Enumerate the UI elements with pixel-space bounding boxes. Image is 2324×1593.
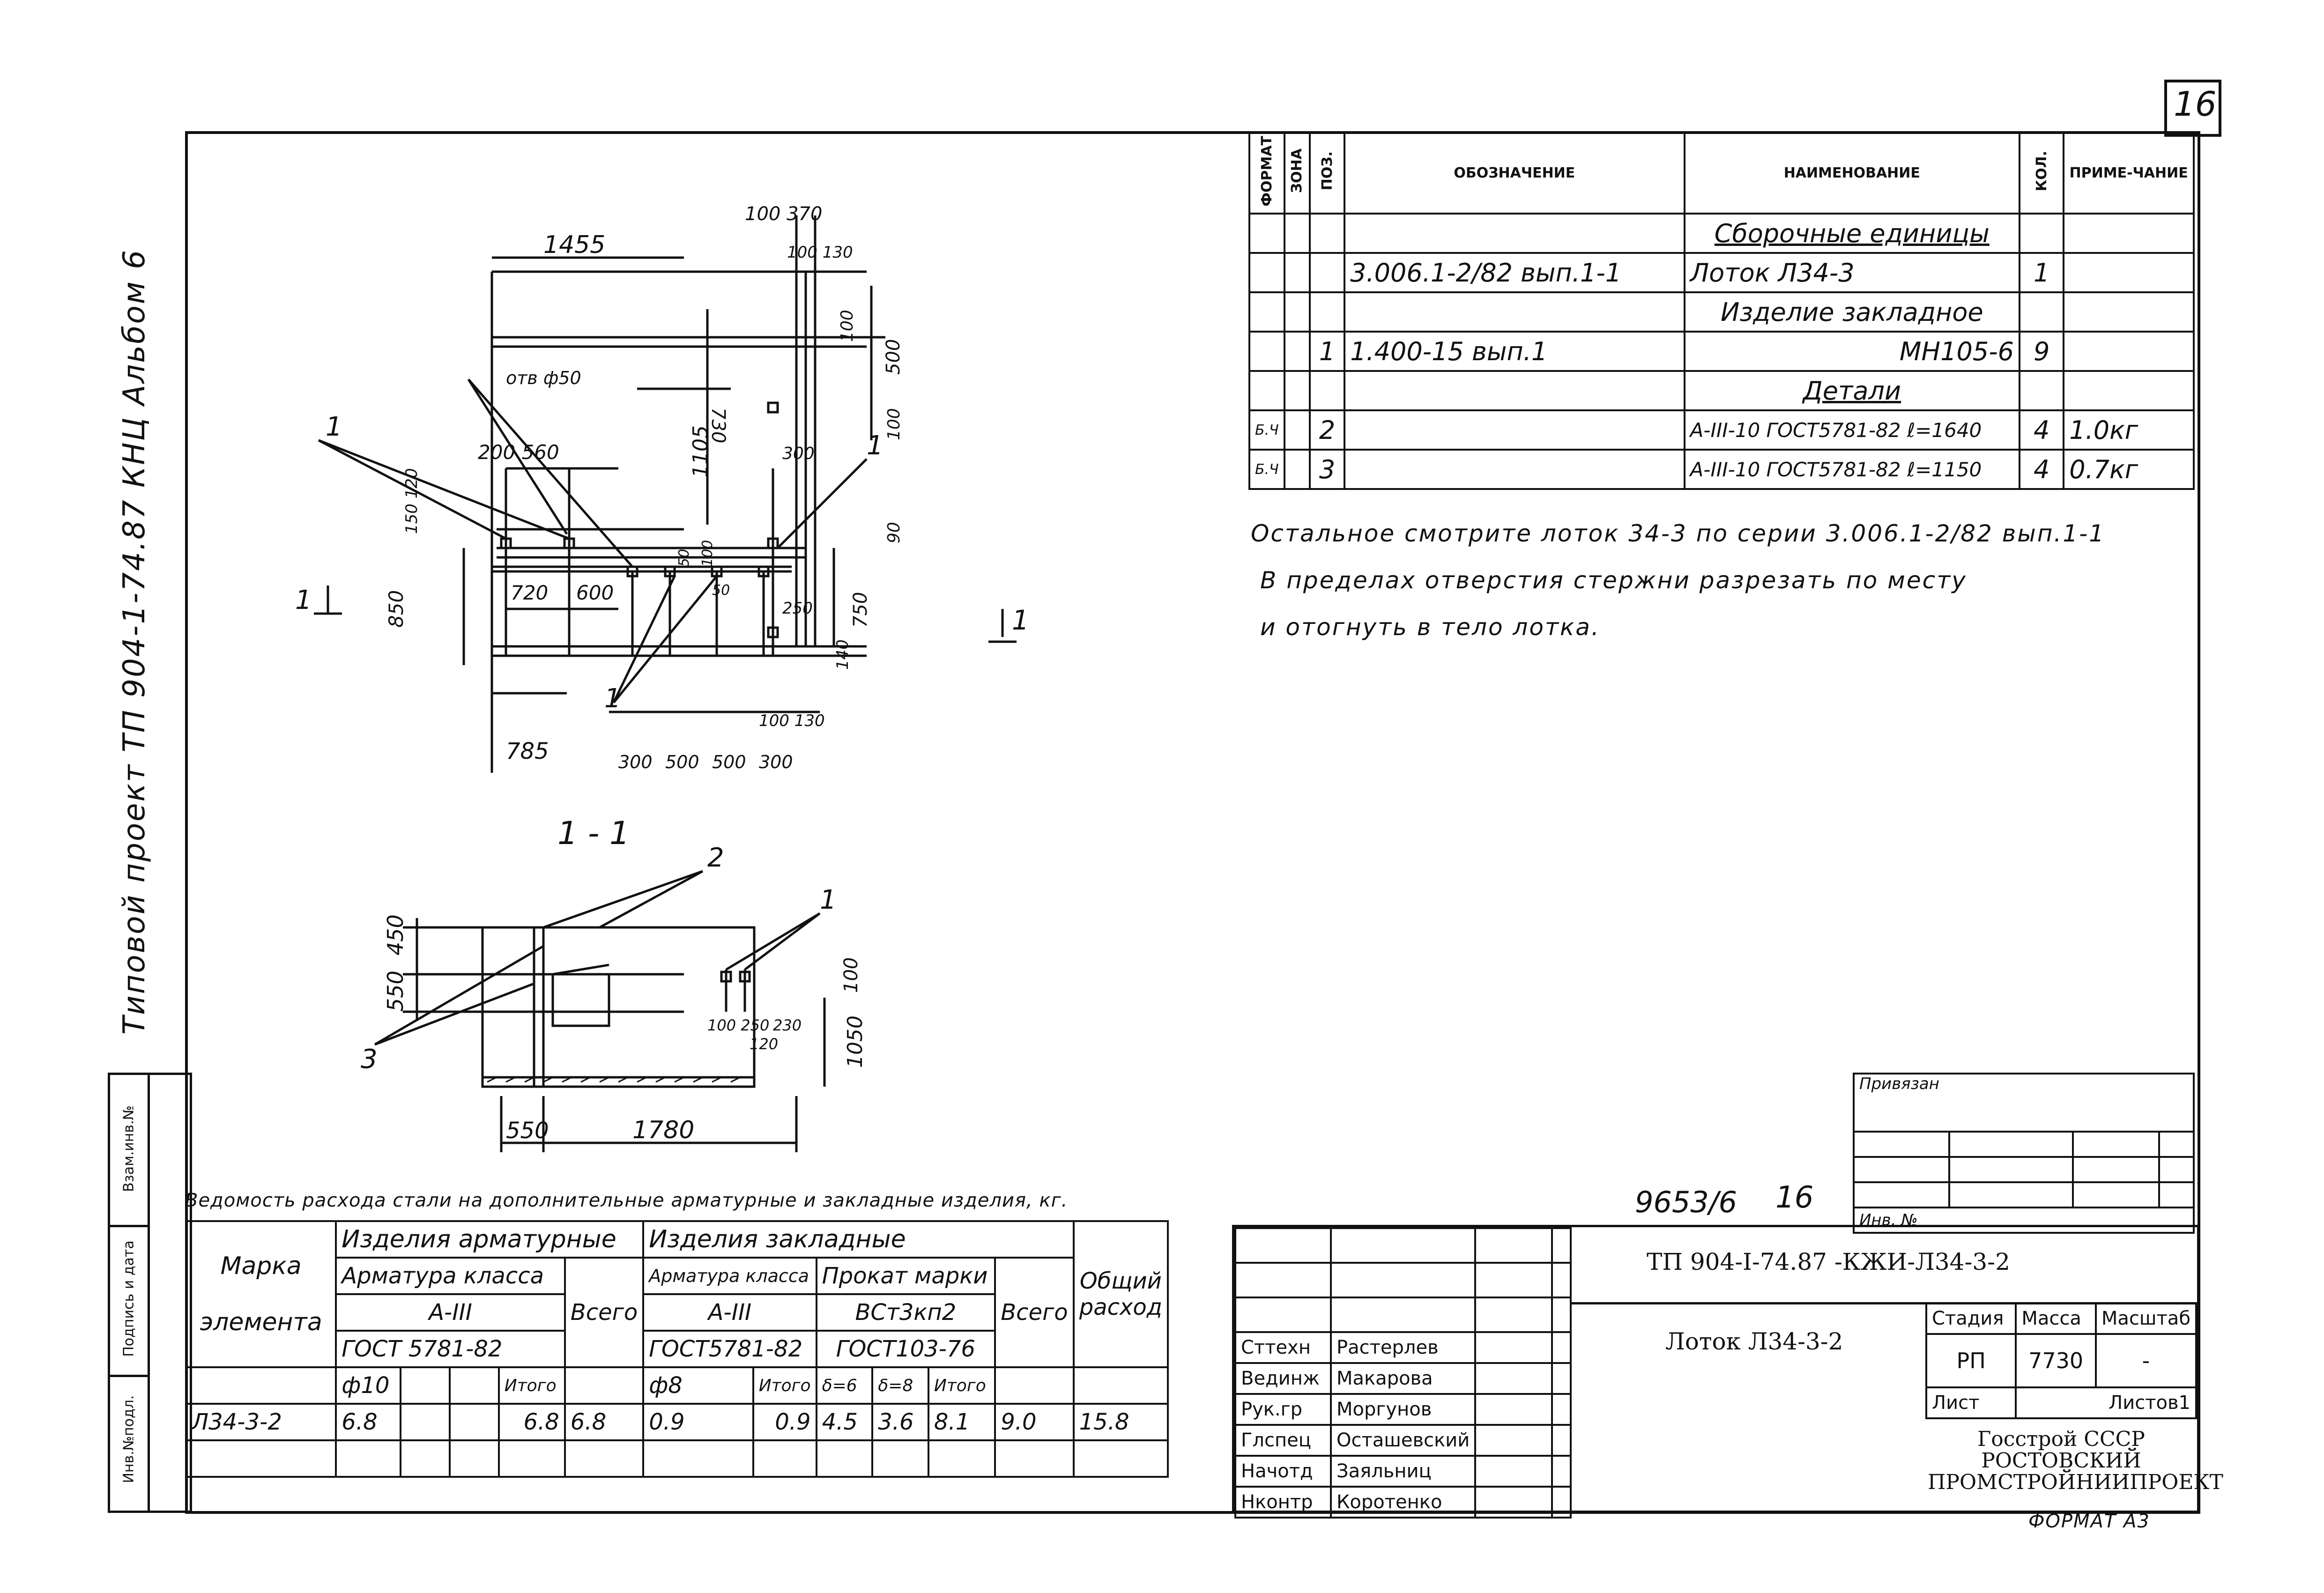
dim-230: 230 [773, 1016, 802, 1034]
marka-label: Марка [220, 1252, 302, 1280]
total-header: Общий [1079, 1268, 1162, 1294]
stamp-inv: Инв.№подл. [120, 1395, 137, 1483]
dim-785: 785 [506, 738, 549, 764]
dim-100-top: 100 [840, 957, 862, 993]
dim-otv: отв ф50 [506, 368, 581, 388]
vsego-2: Всего [994, 1257, 1075, 1368]
section-arrow-right [988, 609, 1017, 643]
hdr-designation: ОБОЗНАЧЕНИЕ [1344, 131, 1685, 215]
dim-300c: 300 [759, 752, 793, 772]
dim-730: 730 [707, 408, 729, 443]
order-number: 9653/6 [1635, 1185, 1737, 1219]
dim-50a: 50 [676, 549, 692, 567]
dim-300a: 300 [782, 444, 815, 463]
hdr-zone: ЗОНА [1289, 148, 1306, 193]
dim-140: 140 [833, 639, 852, 670]
callout-1b: 1 [867, 430, 884, 461]
drawing-code: ТП 904-I-74.87 -КЖИ-Л34-3-2 [1647, 1248, 2010, 1275]
dim-720: 720 [511, 581, 548, 604]
hdr-name: НАИМЕНОВАНИЕ [1683, 131, 2021, 215]
plan-view-drawing: 1455 100 370 100 130 отв ф50 730 1105 10… [295, 203, 904, 773]
organization: Госстрой СССР РОСТОВСКИЙ ПРОМСТРОЙНИИПРО… [1928, 1427, 2223, 1494]
dim-100-250: 100 250 [707, 1016, 769, 1034]
callout-1c: 1 [604, 683, 621, 714]
dim-100b: 100 [884, 408, 904, 440]
dim-500a: 500 [665, 752, 699, 772]
stamp-vzam: Взам.инв.№ [120, 1105, 137, 1192]
table-row: Сборочные единицы [1248, 213, 2195, 254]
dim-200-560: 200 560 [478, 441, 559, 464]
dim-90: 90 [884, 522, 904, 543]
dim-1455: 1455 [543, 231, 605, 259]
dim-100a: 100 [838, 310, 857, 342]
section-mark-right: 1 [1012, 604, 1029, 636]
armatur-header: Изделия арматурные [335, 1220, 645, 1259]
note-line-3: и отогнуть в тело лотка. [1260, 614, 1600, 641]
side-title: Типовой проект ТП 904-1-74.87 КНЦ Альбом… [117, 249, 152, 1035]
table-row: Детали [1248, 370, 2195, 411]
dim-100c: 100 [699, 540, 716, 567]
callout-2: 2 [707, 843, 724, 873]
note-line-1: Остальное смотрите лоток 34-3 по серии 3… [1251, 520, 2105, 547]
dim-300b: 300 [618, 752, 653, 772]
vsego-1: Всего [564, 1257, 645, 1368]
left-stamp: Инв.№подл. Подпись и дата Взам.инв.№ [108, 1073, 192, 1513]
dim-1780: 1780 [632, 1116, 694, 1144]
section-title: 1 - 1 [557, 815, 630, 852]
dim-500b: 500 [712, 752, 746, 772]
format-label: ФОРМАТ А3 [2028, 1511, 2150, 1532]
dim-550b: 550 [506, 1118, 549, 1144]
dim-120: 120 [750, 1035, 778, 1053]
dim-750: 750 [850, 592, 871, 628]
dim-100-130b: 100 130 [759, 711, 825, 730]
dim-450: 450 [383, 914, 408, 956]
steel-consumption-table: Марка элемента Изделия арматурные Изделия… [185, 1220, 1169, 1478]
element-label: элемента [200, 1308, 322, 1336]
dim-850: 850 [385, 590, 408, 628]
dim-100-130a: 100 130 [787, 243, 853, 262]
section-view-drawing: 450 550 1050 100 100 250 230 120 550 178… [361, 843, 867, 1152]
zaklad-header: Изделия закладные [642, 1220, 1075, 1259]
table-row: Л34-3-2 6.8 6.8 6.8 0.9 0.9 4.5 3.6 8.1 … [185, 1403, 1169, 1441]
dim-550: 550 [383, 971, 408, 1012]
hdr-format: ФОРМАТ [1258, 135, 1275, 207]
dim-150-120: 150 120 [402, 468, 421, 534]
callout-3: 3 [361, 1044, 378, 1074]
section-mark-left: 1 [295, 585, 312, 615]
hdr-pos: ПОЗ. [1319, 151, 1336, 191]
privyazan-block: Привязан Инв. № [1853, 1073, 2195, 1234]
hdr-note: ПРИМЕ-ЧАНИЕ [2063, 131, 2195, 215]
stamp-sign: Подпись и дата [120, 1240, 137, 1357]
note-line-2: В пределах отверстия стержни разрезать п… [1260, 567, 1967, 594]
dim-600: 600 [576, 581, 614, 604]
dim-1050: 1050 [843, 1015, 867, 1068]
callout-1: 1 [820, 885, 837, 915]
dim-1105: 1105 [689, 425, 713, 478]
drawing-frame [185, 131, 2200, 1514]
order-sheet: 16 [1775, 1180, 1814, 1215]
dim-50b: 50 [712, 582, 730, 599]
dim-500: 500 [883, 339, 904, 375]
dim-250: 250 [782, 599, 813, 618]
table-row: Изделие закладное [1248, 291, 2195, 333]
callout-1a: 1 [326, 412, 342, 442]
steel-table-title: Ведомость расхода стали на дополнительны… [185, 1190, 1068, 1211]
sheet-number: 16 [2174, 84, 2217, 124]
dim-100-370: 100 370 [745, 203, 822, 225]
armatura-klassa: Арматура класса [335, 1257, 566, 1295]
specification-table: ФОРМАТ ЗОНА ПОЗ. ОБОЗНАЧЕНИЕ НАИМЕНОВАНИ… [1248, 131, 2195, 490]
drawing-name: Лоток Л34-3-2 [1665, 1328, 1843, 1355]
hdr-qty: КОЛ. [2033, 150, 2050, 192]
